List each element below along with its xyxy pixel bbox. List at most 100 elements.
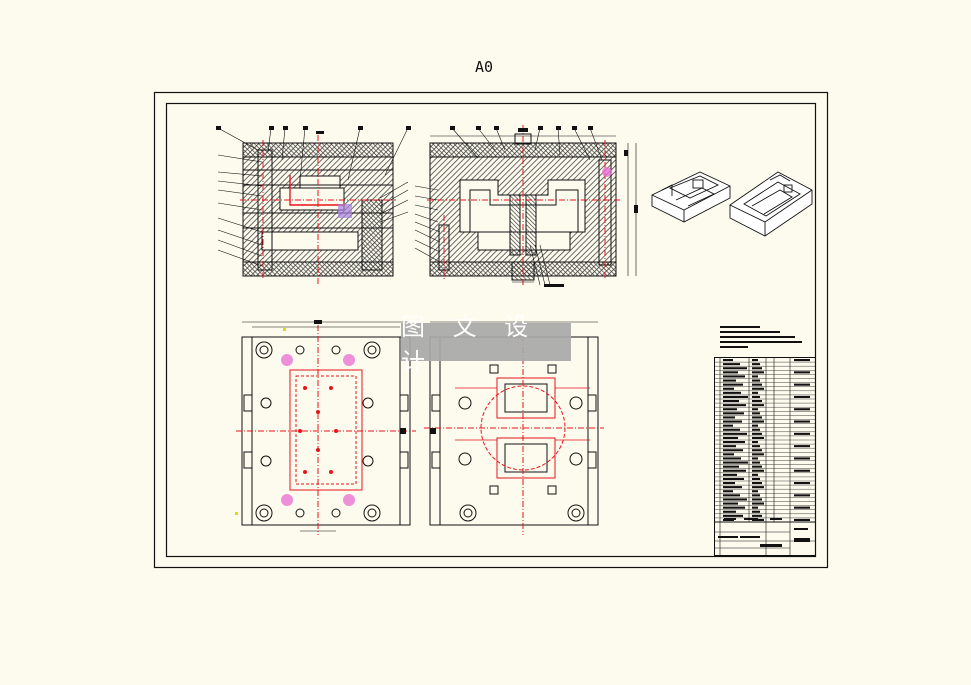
parts-list-cell-text [723,477,744,480]
parts-list-cell-text [752,416,762,419]
parts-list-cell-text [723,367,747,370]
parts-list-cell-text [723,457,741,460]
parts-list-cell-text [752,367,762,370]
parts-list-cell-text [723,371,738,374]
parts-list-cell-text [752,363,760,366]
parts-list-and-title-block [714,326,816,556]
parts-list-cell-text [723,412,744,415]
section-view-right [414,125,638,287]
parts-list-cell-text [723,359,733,362]
parts-list-cell-text [723,379,736,382]
parts-list-cell-text [723,502,738,505]
parts-list-cell-text [794,408,810,411]
parts-list-cell-text [752,404,764,407]
parts-list-cell-text [752,420,764,423]
parts-list-cell-text [752,506,758,509]
parts-list-cell-text [794,457,810,460]
parts-list-cell-text [752,371,764,374]
parts-list-cell-text [794,482,810,485]
parts-list-cell-text [752,412,760,415]
inner-border [165,102,817,558]
parts-list-cell-text [752,424,758,427]
watermark-banner: 图 文 设 计 [401,313,571,376]
parts-list-cell-text [723,514,743,517]
parts-list-cell-text [723,506,745,509]
parts-list-cell-text [794,445,810,448]
parts-list-cell-text [723,461,748,464]
parts-list-cell-text [723,391,741,394]
parts-list-cell-text [752,469,764,472]
parts-list-cell-text [794,371,810,374]
parts-list-cell-text [794,383,810,386]
parts-list-cell-text [794,395,810,398]
parts-list-cell-text [752,383,762,386]
parts-list-cell-text [752,432,762,435]
parts-list-cell-text [752,465,762,468]
parts-list-cell-text [723,363,740,366]
parts-list-cell-text [752,510,760,513]
parts-list-cell-text [752,453,764,456]
parts-list-cell-text [723,498,747,501]
section-view-left [216,126,411,285]
parts-list-cell-text [794,506,810,509]
parts-list-cell-text [723,494,740,497]
parts-list-cell-text [723,486,742,489]
parts-list-cell-text [752,428,760,431]
plan-view-fixed-half [235,320,416,535]
parts-list-cell-text [723,441,745,444]
parts-list-cell-text [723,383,743,386]
parts-list-cell-text [752,482,762,485]
parts-list-cell-text [794,518,810,521]
parts-list-cell-text [752,498,762,501]
parts-list-cell-text [723,465,739,468]
parts-list-cell-text [752,457,758,460]
parts-list-cell-text [752,473,758,476]
parts-list-cell-text [752,486,764,489]
parts-list-cell-text [752,502,764,505]
parts-list-cell-text [723,428,740,431]
parts-list-cell-text [723,432,747,435]
parts-list-cell-text [723,473,737,476]
parts-list-cell-text [752,441,758,444]
parts-list-cell-text [723,482,735,485]
parts-list-cell-text [752,375,758,378]
parts-list-cell-text [723,510,736,513]
parts-list-cell-text [752,391,758,394]
parts-list-cell-text [723,420,742,423]
parts-list-cell-text [723,436,738,439]
parts-list-cell-text [723,416,735,419]
parts-list-cell-text [752,387,764,390]
parts-list-cell-text [723,395,748,398]
parts-list-cell-text [723,375,745,378]
parts-list-cell-text [723,400,739,403]
parts-list-cell-text [752,494,760,497]
parts-list-cell-text [752,477,760,480]
parts-list-cell-text [723,453,734,456]
parts-list-cell-text [723,490,733,493]
parts-list-cell-text [752,359,758,362]
sheet-size-label: A0 [474,58,494,76]
parts-list-cell-text [794,469,810,472]
parts-list-cell-text [752,408,758,411]
parts-list-cell-text [752,379,760,382]
parts-list-cell-text [752,445,760,448]
parts-list-cell-text [752,490,758,493]
parts-list-cell-text [723,449,743,452]
parts-list-cell-text [752,400,762,403]
parts-list-cell-text [752,514,762,517]
parts-list-cell-text [752,436,764,439]
parts-list-cell-text [723,387,734,390]
parts-list-cell-text [723,424,733,427]
parts-list-cell-text [752,395,760,398]
parts-list-cell-text [752,461,760,464]
parts-list-cell-text [794,420,810,423]
parts-list-cell-text [752,449,762,452]
parts-list-cell-text [794,432,810,435]
parts-list-cell-text [723,404,746,407]
parts-list-cell-text [723,445,736,448]
parts-list-cell-text [723,469,746,472]
parts-list-cell-text [723,408,737,411]
watermark-text: 图 文 设 计 [401,313,539,376]
isometric-part-views [651,171,813,237]
